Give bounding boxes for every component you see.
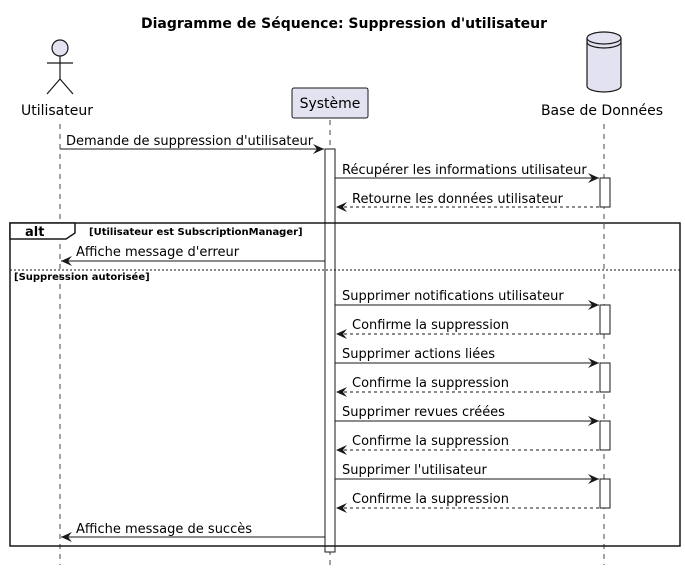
message-m8: Confirme la suppression [336,376,599,397]
diagram-title: Diagramme de Séquence: Suppression d'uti… [141,16,547,32]
message-m7: Supprimer actions liées [335,347,599,368]
message-m1: Demande de suppression d'utilisateur [60,134,324,154]
message-m13: Affiche message de succès [61,522,325,542]
activation-db [599,478,611,509]
alt-label: alt [25,225,44,240]
actor-icon [46,39,74,95]
message-label: Demande de suppression d'utilisateur [66,134,314,149]
message-m6: Confirme la suppression [336,318,599,339]
message-m5: Supprimer notifications utilisateur [335,289,599,310]
activation-db [599,304,611,335]
participant-user-label: Utilisateur [21,103,93,119]
activation-db [599,362,611,393]
participant-db-label: Base de Données [541,103,663,119]
message-m2: Récupérer les informations utilisateur [335,163,599,183]
message-label: Confirme la suppression [352,376,509,391]
message-label: Supprimer actions liées [342,347,495,362]
message-label: Supprimer notifications utilisateur [342,289,564,304]
message-label: Affiche message d'erreur [76,245,240,260]
message-m10: Confirme la suppression [336,434,599,455]
activation-db [599,177,611,208]
activation-db [599,420,611,451]
alt-fragment-tab [9,222,76,240]
message-label: Récupérer les informations utilisateur [342,163,587,178]
message-m3: Retourne les données utilisateur [336,192,599,212]
alt-guard-1: [Utilisateur est SubscriptionManager] [89,227,303,238]
message-label: Supprimer l'utilisateur [342,463,488,478]
participant-system-label: Système [300,96,361,112]
database-icon [586,31,622,93]
alt-guard-2: [Suppression autorisée] [14,271,150,283]
message-label: Confirme la suppression [352,492,509,507]
activation-system [324,148,336,553]
message-m9: Supprimer revues créées [335,405,599,426]
message-label: Affiche message de succès [76,522,252,537]
message-m11: Supprimer l'utilisateur [335,463,599,484]
message-label: Supprimer revues créées [342,405,505,420]
message-label: Retourne les données utilisateur [352,192,564,207]
alt-fragment [9,222,681,547]
message-label: Confirme la suppression [352,434,509,449]
message-label: Confirme la suppression [352,318,509,333]
participant-system-box [291,87,369,119]
message-m12: Confirme la suppression [336,492,599,513]
message-m4: Affiche message d'erreur [61,245,325,266]
